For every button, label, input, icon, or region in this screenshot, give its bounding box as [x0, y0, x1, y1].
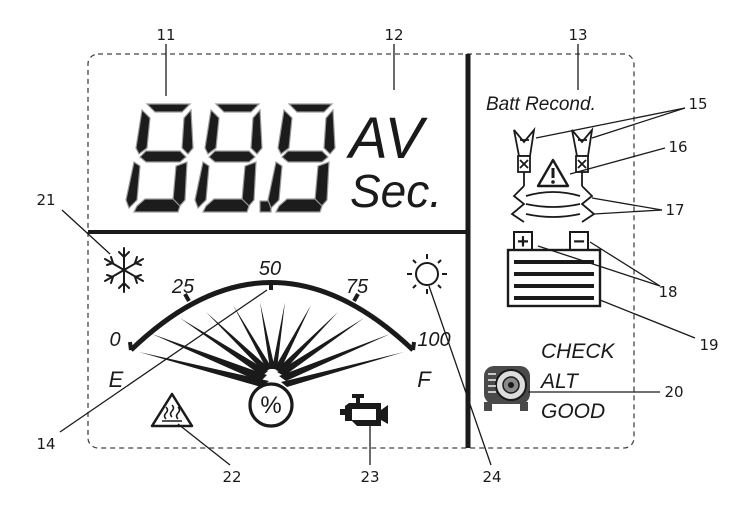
callout-23: 23 — [360, 468, 379, 486]
callout-15: 15 — [688, 95, 707, 113]
display-border — [87, 53, 635, 449]
seconds-label: Sec. — [350, 165, 442, 217]
percent-badge — [248, 382, 294, 428]
gauge-tick-label-75: 75 — [346, 276, 369, 298]
gauge-tick-marks — [128, 283, 416, 351]
digit-1 — [125, 103, 194, 213]
battery-icon — [506, 231, 602, 308]
units-label: AV — [346, 106, 428, 171]
callout-13: 13 — [568, 26, 587, 44]
gauge-tick-label-100: 100 — [417, 329, 450, 351]
snowflake-icon — [104, 247, 144, 293]
callout-19: 19 — [699, 336, 718, 354]
gauge-needles — [139, 302, 404, 387]
callout-16: 16 — [668, 138, 687, 156]
hot-surface-warning-icon — [150, 392, 194, 428]
callout-14: 14 — [36, 435, 55, 453]
alt-good-label: GOOD — [541, 400, 605, 423]
callout-17: 17 — [665, 201, 684, 219]
callout-12: 12 — [384, 26, 403, 44]
gauge-tick-label-50: 50 — [259, 258, 281, 280]
callout-11: 11 — [156, 26, 175, 44]
gauge-tick-label-25: 25 — [171, 276, 195, 298]
warning-triangle-icon — [536, 158, 570, 188]
gauge-full-label: F — [417, 367, 432, 392]
gauge-tick-label-0: 0 — [109, 329, 120, 351]
callout-21: 21 — [36, 191, 55, 209]
callout-22: 22 — [222, 468, 241, 486]
callout-18: 18 — [658, 283, 677, 301]
callout-24: 24 — [482, 468, 501, 486]
check-engine-icon — [340, 394, 388, 426]
mode-label: Batt Recond. — [486, 94, 596, 115]
battery-minus-label: − — [573, 231, 585, 253]
gauge-arc — [129, 280, 415, 352]
gauge-empty-label: E — [109, 367, 124, 392]
spark-icon — [510, 185, 596, 223]
leader-lines — [59, 44, 696, 466]
battery-plus-label: + — [517, 231, 529, 253]
digit-3 — [267, 103, 336, 213]
digit-2 — [194, 103, 263, 213]
sun-icon — [407, 254, 447, 294]
alt-label: ALT — [539, 370, 580, 393]
battery-clamps-icon — [513, 126, 594, 186]
callout-20: 20 — [664, 383, 683, 401]
percent-symbol: % — [260, 392, 281, 419]
alt-check-label: CHECK — [541, 340, 616, 363]
alternator-icon — [484, 366, 530, 411]
